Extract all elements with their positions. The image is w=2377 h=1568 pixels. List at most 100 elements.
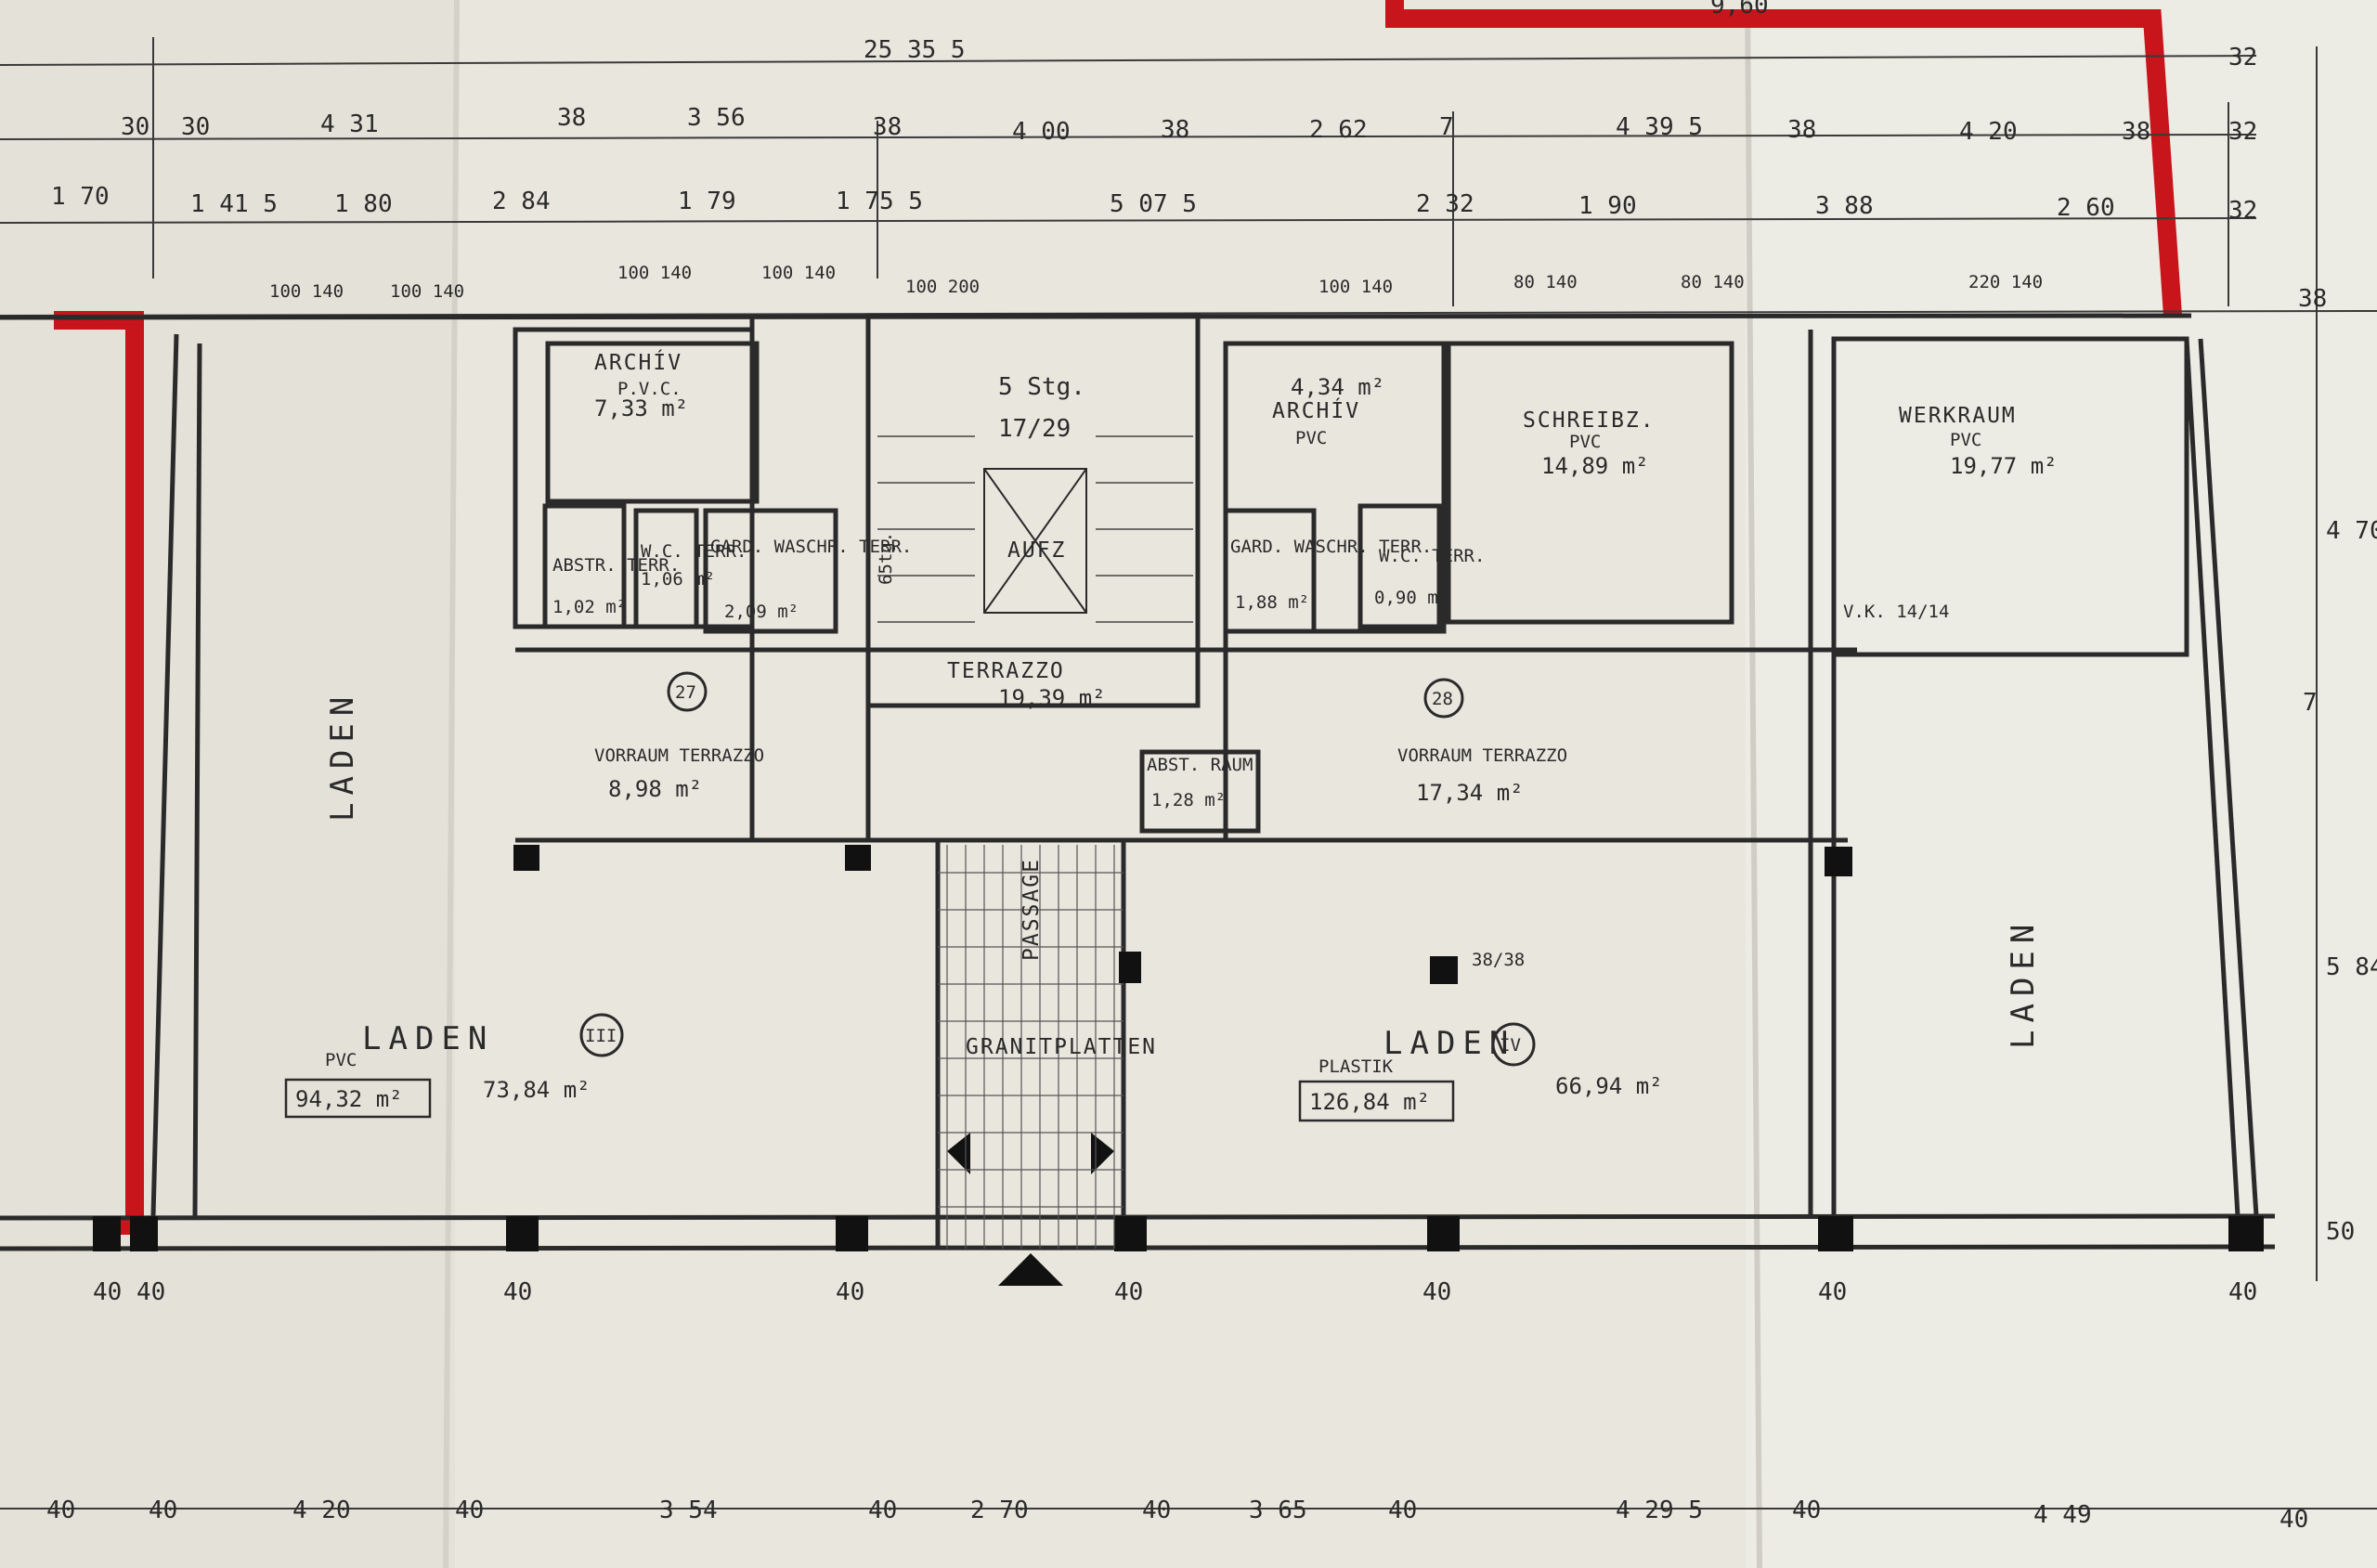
- gard-left-name: GARD. WASCHR. TERR.: [710, 537, 912, 557]
- svg-text:2 60: 2 60: [2057, 194, 2115, 222]
- svg-text:14,89 m²: 14,89 m²: [1541, 453, 1649, 479]
- svg-text:1 70: 1 70: [51, 183, 110, 211]
- svg-text:100 200: 100 200: [905, 277, 980, 297]
- svg-text:1,06 m²: 1,06 m²: [641, 569, 715, 590]
- svg-text:2 62: 2 62: [1309, 116, 1368, 144]
- svg-text:PVC: PVC: [1295, 428, 1327, 448]
- svg-text:40: 40: [1792, 1497, 1821, 1524]
- svg-text:2 32: 2 32: [1416, 190, 1474, 218]
- svg-text:1 79: 1 79: [678, 188, 736, 215]
- svg-text:4,34 m²: 4,34 m²: [1291, 374, 1384, 400]
- dim-red: 9,60: [1710, 0, 1769, 19]
- abst-raum-name: ABST. RAUM: [1147, 755, 1253, 775]
- svg-text:7: 7: [2303, 689, 2318, 717]
- svg-text:P.V.C.: P.V.C.: [617, 379, 682, 399]
- laden-iii-numeral: III: [585, 1026, 617, 1046]
- svg-text:40: 40: [1142, 1497, 1171, 1524]
- svg-text:40: 40: [149, 1497, 177, 1524]
- svg-text:4 20: 4 20: [1959, 118, 2018, 146]
- schreibz-name: SCHREIBZ.: [1523, 408, 1656, 433]
- svg-text:40: 40: [868, 1497, 897, 1524]
- svg-text:100 140: 100 140: [1318, 277, 1393, 297]
- svg-text:38: 38: [1787, 116, 1816, 144]
- werkraum-name: WERKRAUM: [1899, 404, 2017, 428]
- svg-text:38: 38: [2122, 118, 2150, 146]
- svg-text:PLASTIK: PLASTIK: [1318, 1056, 1394, 1077]
- abstr-left-name: ABSTR. TERR.: [552, 555, 680, 576]
- granitplatten-label: GRANITPLATTEN: [966, 1035, 1157, 1059]
- svg-text:32: 32: [2228, 118, 2257, 146]
- svg-text:3 54: 3 54: [659, 1497, 718, 1524]
- room-number-27: 27: [675, 682, 696, 703]
- svg-text:40 40: 40 40: [93, 1278, 165, 1306]
- laden-iv-numeral: IV: [1500, 1035, 1521, 1056]
- svg-text:38: 38: [1161, 116, 1189, 144]
- vorraum-right-name: VORRAUM TERRAZZO: [1397, 745, 1567, 766]
- svg-text:4 70 5: 4 70 5: [2326, 517, 2377, 545]
- passage-grid: [938, 845, 1124, 1249]
- laden-iv-area: 126,84 m²: [1309, 1089, 1430, 1115]
- stairs-label: 5 Stg.: [998, 373, 1085, 401]
- laden-right: LADEN: [2005, 917, 2042, 1049]
- svg-text:PVC: PVC: [325, 1050, 357, 1070]
- room-labels: ARCHÍV P.V.C. 7,33 m² 5 Stg. 17/29 AUFZ …: [284, 349, 2058, 1122]
- svg-text:1 41 5: 1 41 5: [190, 190, 278, 218]
- svg-text:4 31: 4 31: [320, 110, 379, 138]
- svg-text:7: 7: [1439, 113, 1454, 141]
- dim-total: 25 35 5: [864, 36, 966, 64]
- svg-text:19,77 m²: 19,77 m²: [1950, 453, 2058, 479]
- svg-text:7,33 m²: 7,33 m²: [594, 395, 688, 421]
- vorraum-left-name: VORRAUM TERRAZZO: [594, 745, 764, 766]
- svg-text:1,28 m²: 1,28 m²: [1151, 790, 1226, 810]
- archiv-right-name: ARCHÍV: [1272, 397, 1360, 423]
- gard-right-name: GARD. WASCHR. TERR.: [1230, 537, 1432, 557]
- svg-text:40: 40: [1422, 1278, 1451, 1306]
- svg-text:4 20: 4 20: [292, 1497, 351, 1524]
- svg-text:17/29: 17/29: [998, 415, 1071, 443]
- svg-text:0,90 m²: 0,90 m²: [1374, 588, 1448, 608]
- svg-text:4 29 5: 4 29 5: [1616, 1497, 1703, 1524]
- svg-text:38: 38: [873, 113, 902, 141]
- svg-text:38: 38: [2298, 285, 2327, 313]
- svg-text:8,98 m²: 8,98 m²: [608, 776, 702, 802]
- svg-text:40: 40: [455, 1497, 484, 1524]
- dims-bottom: 40 40 40 40 40 40 40 40 40 40 4 20 40 3 …: [46, 1278, 2308, 1534]
- svg-text:1 80: 1 80: [334, 190, 393, 218]
- svg-text:4 39 5: 4 39 5: [1616, 113, 1703, 141]
- pillars: [93, 845, 2264, 1286]
- svg-text:220 140: 220 140: [1968, 272, 2043, 292]
- svg-text:38: 38: [557, 104, 586, 132]
- svg-text:66,94 m²: 66,94 m²: [1555, 1073, 1663, 1099]
- svg-text:5 84 5: 5 84 5: [2326, 953, 2377, 981]
- aufz-label: AUFZ: [1007, 538, 1066, 563]
- svg-text:PVC: PVC: [1569, 432, 1601, 452]
- svg-text:40: 40: [1114, 1278, 1143, 1306]
- elevator-shaft: [983, 468, 1087, 614]
- passage-label: PASSAGE: [1020, 858, 1044, 961]
- laden-iii-area: 94,32 m²: [295, 1086, 403, 1112]
- svg-text:PVC: PVC: [1950, 430, 1981, 450]
- stair-treads: [877, 435, 1193, 623]
- svg-text:65tg.: 65tg.: [876, 532, 896, 585]
- svg-text:100 140: 100 140: [617, 263, 692, 283]
- svg-text:V.K. 14/14: V.K. 14/14: [1843, 602, 1949, 622]
- laden-far-left: LADEN: [324, 690, 361, 822]
- svg-text:2 70: 2 70: [970, 1497, 1029, 1524]
- svg-text:100 140: 100 140: [269, 281, 344, 302]
- svg-text:3 65: 3 65: [1249, 1497, 1307, 1524]
- svg-text:1 75 5: 1 75 5: [836, 188, 923, 215]
- laden-iii-name: LADEN: [362, 1020, 494, 1057]
- archiv-left-name: ARCHÍV: [594, 349, 682, 375]
- dims-top: 25 35 5 9,60 30 30 4 31 38 3 56 38 4 00 …: [51, 0, 2377, 1246]
- laden-iv-name: LADEN: [1383, 1025, 1515, 1062]
- pillar-note: 38/38: [1472, 950, 1525, 970]
- svg-text:40: 40: [1388, 1497, 1417, 1524]
- svg-text:30: 30: [181, 113, 210, 141]
- svg-text:17,34 m²: 17,34 m²: [1416, 780, 1524, 806]
- window-dims: 100 140 100 140 100 140 100 140 100 140 …: [269, 263, 2043, 302]
- svg-text:73,84 m²: 73,84 m²: [483, 1077, 591, 1103]
- terrazzo-name: TERRAZZO: [947, 659, 1065, 683]
- svg-text:30: 30: [121, 113, 149, 141]
